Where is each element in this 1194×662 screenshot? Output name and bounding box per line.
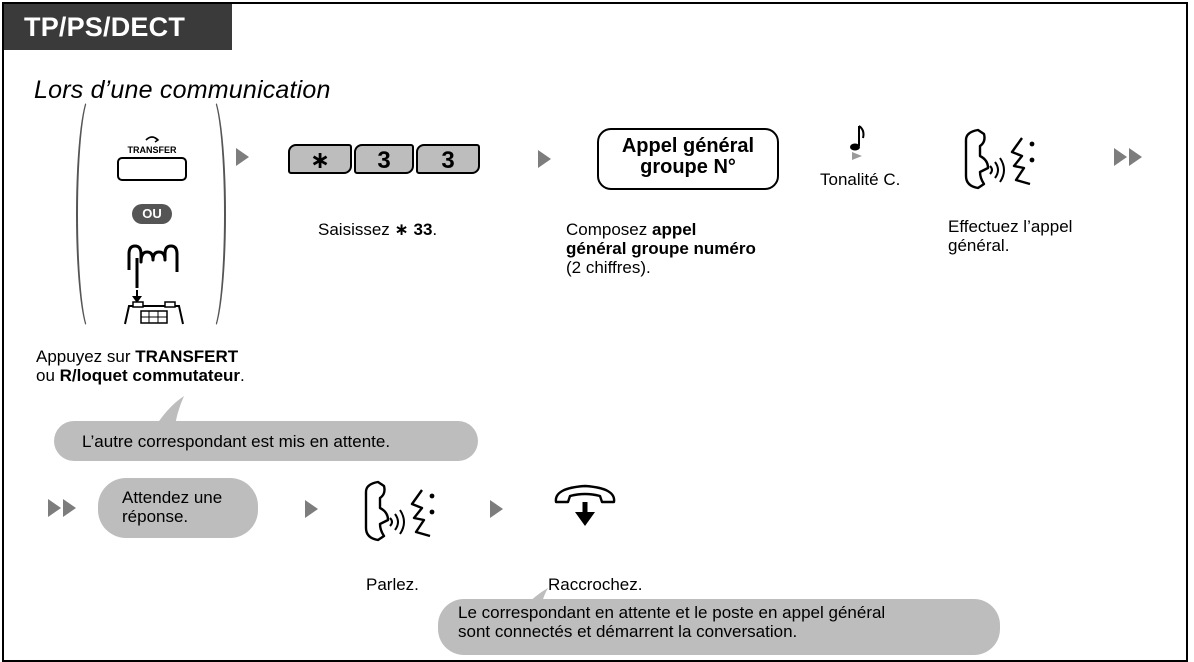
hangup-label: Raccrochez. [548, 575, 643, 594]
key-3-second: 3 [416, 144, 480, 174]
header-title: TP/PS/DECT [24, 12, 186, 42]
group-number-key: Appel général groupe N° [597, 128, 779, 190]
arrow-1 [236, 148, 249, 166]
step3-caption: Composez appel général groupe numéro (2 … [566, 220, 756, 277]
key-star: ∗ [288, 144, 352, 174]
arrow-4 [490, 500, 503, 518]
step1-caption: Appuyez sur TRANSFERT ou R/loquet commut… [36, 347, 245, 385]
right-parenthesis [196, 94, 226, 334]
transfer-key-label: TRANSFER [128, 145, 177, 155]
hold-bubble: L’autre correspondant est mis en attente… [54, 421, 478, 461]
continue-arrow-top [1114, 148, 1142, 166]
musical-note-icon [847, 122, 869, 160]
or-badge: OU [132, 204, 172, 224]
handset-talk-icon [962, 126, 1044, 192]
handset-talk-icon-2 [362, 478, 444, 544]
hang-up-icon [550, 480, 620, 530]
continue-arrow-bottom [48, 499, 76, 517]
hookswitch-flash-icon [119, 232, 189, 327]
arrow-3 [305, 500, 318, 518]
final-bubble: Le correspondant en attente et le poste … [438, 599, 1000, 655]
tone-label: Tonalité C. [820, 170, 901, 189]
key-3-first: 3 [354, 144, 414, 174]
situation-caption: Lors d’une communication [34, 76, 331, 104]
step2-caption: Saisissez ∗ 33. [318, 220, 438, 239]
talk-label: Parlez. [366, 575, 419, 594]
header-tab: TP/PS/DECT [4, 4, 232, 50]
transfer-key-icon: TRANSFER [114, 132, 190, 182]
left-parenthesis [76, 94, 106, 334]
arrow-2 [538, 150, 551, 168]
